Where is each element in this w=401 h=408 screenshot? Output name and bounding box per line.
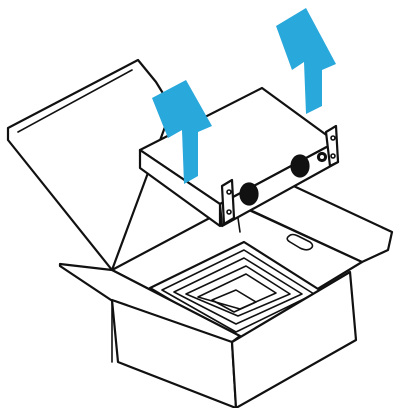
device-knob-right — [291, 155, 309, 177]
device-knob-left — [240, 183, 258, 205]
lift-arrow-icon — [276, 8, 336, 114]
